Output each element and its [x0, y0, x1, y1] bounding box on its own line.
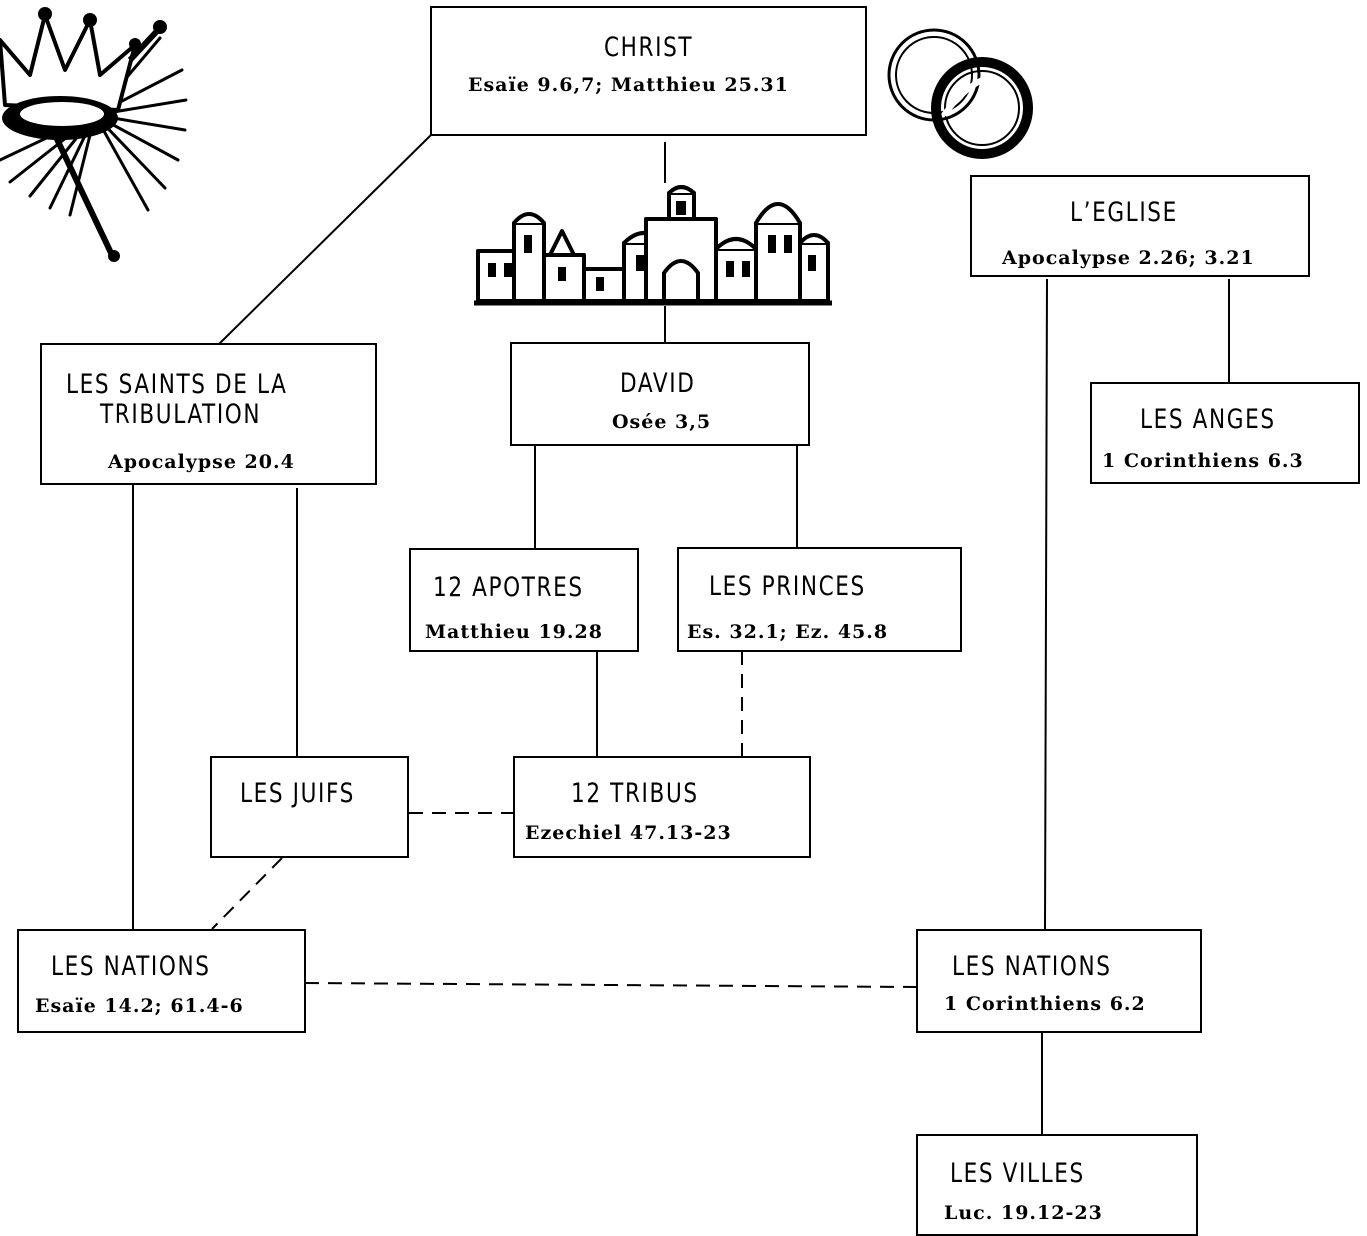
- node-reference: 1 Corinthiens 6.3: [1102, 450, 1304, 472]
- node-title: LES NATIONS: [952, 951, 1112, 982]
- node-nations-left: LES NATIONS Esaïe 14.2; 61.4-6: [17, 929, 306, 1033]
- node-saints-tribulation: LES SAINTS DE LA TRIBULATION Apocalypse …: [40, 343, 377, 485]
- node-title: L’EGLISE: [1070, 197, 1178, 228]
- node-title-line2: TRIBULATION: [100, 399, 262, 430]
- node-villes: LES VILLES Luc. 19.12-23: [916, 1134, 1198, 1236]
- node-title-line1: LES SAINTS DE LA: [66, 369, 288, 400]
- link-nations-nations: [304, 982, 917, 988]
- node-title: 12 TRIBUS: [571, 778, 699, 809]
- node-nations-right: LES NATIONS 1 Corinthiens 6.2: [916, 929, 1202, 1033]
- node-title: 12 APOTRES: [433, 572, 584, 603]
- node-reference: Apocalypse 20.4: [108, 451, 295, 473]
- node-eglise: L’EGLISE Apocalypse 2.26; 3.21: [970, 175, 1310, 277]
- node-title: DAVID: [620, 368, 696, 399]
- node-tribus: 12 TRIBUS Ezechiel 47.13-23: [513, 756, 811, 858]
- node-title: LES VILLES: [950, 1158, 1085, 1189]
- jerusalem-city-icon: [474, 185, 832, 306]
- node-anges: LES ANGES 1 Corinthiens 6.3: [1090, 382, 1360, 484]
- node-juifs: LES JUIFS: [210, 756, 409, 858]
- node-title: LES NATIONS: [51, 951, 211, 982]
- node-reference: Ezechiel 47.13-23: [525, 822, 732, 844]
- node-princes: LES PRINCES Es. 32.1; Ez. 45.8: [677, 547, 962, 652]
- node-title: LES JUIFS: [240, 778, 355, 809]
- node-title: CHRIST: [604, 32, 694, 63]
- node-david: DAVID Osée 3,5: [510, 342, 810, 446]
- node-reference: Es. 32.1; Ez. 45.8: [687, 621, 889, 643]
- crown-icon: [0, 7, 188, 262]
- link-juifs-nations: [211, 857, 283, 930]
- node-reference: 1 Corinthiens 6.2: [944, 993, 1146, 1015]
- node-title: LES ANGES: [1140, 404, 1276, 435]
- link-eglise-nations: [1044, 278, 1048, 930]
- wedding-rings-icon: [887, 28, 1033, 159]
- link-christ-saints: [216, 133, 433, 347]
- node-apotres: 12 APOTRES Matthieu 19.28: [409, 548, 639, 652]
- node-title: LES PRINCES: [709, 571, 866, 602]
- node-reference: Esaïe 14.2; 61.4-6: [35, 995, 244, 1017]
- node-reference: Luc. 19.12-23: [944, 1202, 1103, 1224]
- node-christ: CHRIST Esaïe 9.6,7; Matthieu 25.31: [430, 6, 867, 136]
- node-reference: Apocalypse 2.26; 3.21: [1002, 247, 1255, 269]
- node-reference: Esaïe 9.6,7; Matthieu 25.31: [468, 74, 789, 96]
- node-reference: Osée 3,5: [612, 411, 712, 433]
- node-reference: Matthieu 19.28: [425, 621, 603, 643]
